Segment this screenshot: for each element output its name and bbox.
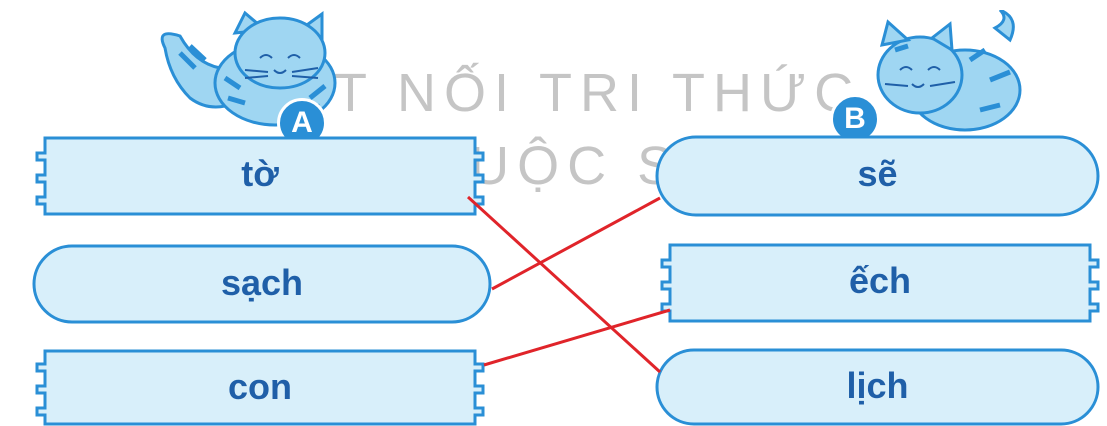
connector-sach-se <box>491 196 661 291</box>
cat-a-illustration <box>160 10 337 127</box>
word-a2: sạch <box>220 262 304 303</box>
word-b3: lịch <box>846 365 909 406</box>
cat-b-illustration <box>876 10 1022 132</box>
word-box-a3[interactable]: con <box>30 348 490 426</box>
word-box-a1[interactable]: tờ <box>30 135 490 217</box>
word-a1: tờ <box>241 153 279 194</box>
connector-con-ech <box>483 308 671 367</box>
word-a3: con <box>227 366 292 407</box>
word-b2: ếch <box>848 260 912 301</box>
word-box-b2[interactable]: ếch <box>655 242 1105 324</box>
word-box-b1[interactable]: sẽ <box>655 135 1100 217</box>
watermark-line-1: KẾT NỐI TRI THỨC <box>245 63 862 123</box>
word-box-b3[interactable]: lịch <box>655 348 1100 426</box>
word-b1: sẽ <box>857 153 898 194</box>
connector-to-lich <box>466 195 662 374</box>
word-box-a2[interactable]: sạch <box>32 244 492 324</box>
